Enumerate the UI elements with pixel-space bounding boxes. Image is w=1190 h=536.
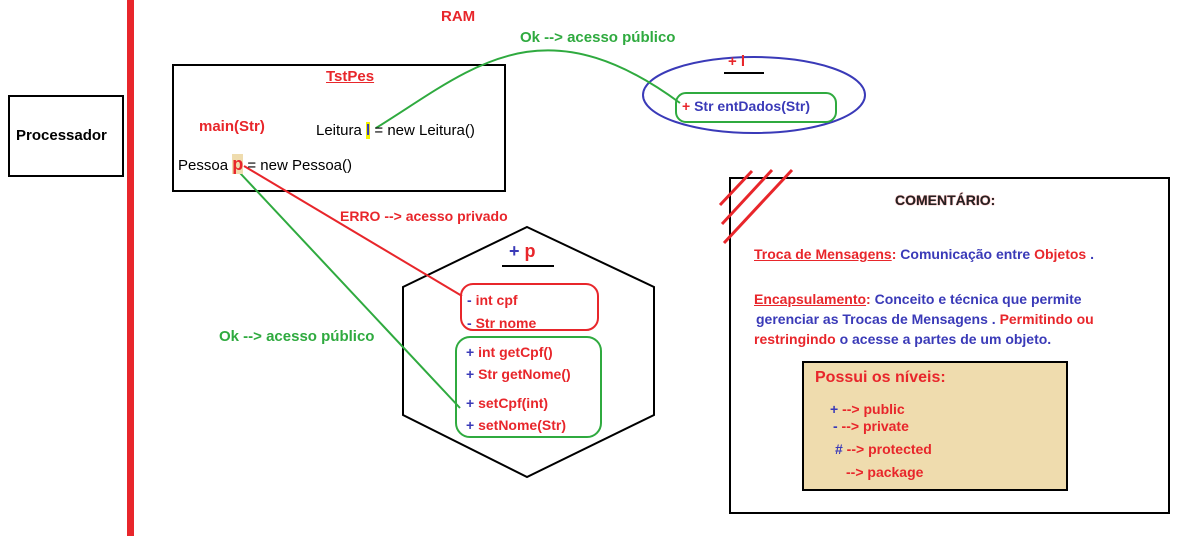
public-access-connector-left	[239, 172, 461, 409]
level-item: - --> private	[833, 416, 932, 437]
leitura-declaration: Leitura l = new Leitura()	[316, 122, 475, 139]
leitura-variable: l	[366, 122, 371, 139]
troca-end: .	[1090, 246, 1094, 262]
public-members-list: + int getCpf() + Str getNome() + setCpf(…	[466, 341, 571, 436]
encap-colon: :	[866, 291, 871, 307]
strike-mark	[722, 168, 794, 245]
private-access-connector	[243, 165, 463, 297]
strike-mark	[718, 169, 754, 207]
levels-list: + --> public - --> private # --> protect…	[830, 399, 932, 483]
leitura-method-text: Str entDados(Str)	[694, 98, 810, 114]
encap-line-3: restringindo o acesse a partes de um obj…	[754, 329, 1094, 349]
private-members-list: - int cpf - Str nome	[467, 289, 536, 335]
level-sign: -	[833, 418, 838, 434]
processor-ram-divider	[127, 0, 134, 536]
private-member: - Str nome	[467, 312, 536, 335]
public-member: + int getCpf()	[466, 341, 571, 363]
encap-term: Encapsulamento	[754, 291, 867, 307]
level-sign: #	[835, 441, 843, 457]
public-members-box	[455, 336, 602, 438]
troca-text: Comunicação entre	[896, 246, 1035, 262]
pessoa-title-var: p	[524, 241, 536, 261]
levels-title: Possui os níveis:	[815, 369, 946, 386]
level-text: --> protected	[842, 441, 932, 457]
pessoa-variable: p	[232, 154, 244, 174]
public-member: + Str getNome()	[466, 363, 571, 385]
member-sign: +	[466, 395, 475, 411]
ram-label: RAM	[441, 8, 476, 25]
public-access-note-left: Ok --> acesso público	[219, 328, 375, 345]
level-item: --> package	[846, 462, 932, 483]
pessoa-type: Pessoa	[178, 157, 233, 174]
private-members-box	[460, 283, 599, 331]
leitura-method: + Str entDados(Str)	[682, 98, 810, 114]
leitura-object-title: + l	[728, 53, 746, 70]
level-text: --> package	[846, 464, 924, 480]
troca-colon: :	[891, 246, 897, 262]
public-access-note-top: Ok --> acesso público	[520, 29, 676, 46]
leitura-type: Leitura	[316, 122, 367, 139]
member-text: Str getNome()	[478, 366, 571, 382]
member-sign: +	[466, 366, 475, 382]
leitura-method-sign: +	[682, 98, 691, 114]
pessoa-init: = new Pessoa()	[243, 157, 353, 174]
leitura-object-ellipse	[642, 56, 866, 134]
troca-term: Troca de Mensagens	[754, 246, 892, 262]
public-member: + setNome(Str)	[466, 414, 571, 436]
levels-box	[802, 361, 1068, 491]
private-member: - int cpf	[467, 289, 536, 312]
private-access-error-note: ERRO --> acesso privado	[340, 208, 508, 224]
member-sign: -	[467, 315, 472, 331]
encap-line-2: gerenciar as Trocas de Mensagens . Permi…	[756, 309, 1094, 329]
member-text: int cpf	[475, 292, 518, 308]
level-text: --> public	[838, 401, 905, 417]
encap-text-3-red: restringindo	[754, 331, 840, 347]
processor-label: Processador	[16, 127, 107, 144]
pessoa-object-hexagon	[402, 225, 655, 479]
encap-text-3: o acesse a partes de um objeto.	[839, 331, 1052, 347]
member-sign: +	[466, 417, 475, 433]
leitura-method-box	[675, 92, 837, 123]
level-text: --> private	[837, 418, 909, 434]
member-text: Str nome	[475, 315, 537, 331]
public-access-connector-top	[375, 49, 681, 129]
member-text: setCpf(int)	[478, 395, 549, 411]
encap-text-2: gerenciar as Trocas de Mensagens .	[756, 311, 1000, 327]
member-text: int getCpf()	[478, 344, 553, 360]
comment-box	[729, 177, 1170, 514]
strike-mark	[720, 168, 774, 226]
member-text: setNome(Str)	[478, 417, 566, 433]
encapsulamento-definition: Encapsulamento: Conceito e técnica que p…	[754, 289, 1094, 349]
troca-objects: Objetos	[1034, 246, 1087, 262]
tstpes-title: TstPes	[326, 68, 375, 85]
comment-title: COMENTÁRIO:	[895, 192, 996, 208]
pessoa-declaration: Pessoa p = new Pessoa()	[178, 154, 352, 175]
pessoa-object-title: + p	[509, 241, 536, 262]
level-item: + --> public	[830, 399, 932, 420]
encap-text-1: Conceito e técnica que permite	[870, 291, 1082, 307]
leitura-init: = new Leitura()	[370, 122, 475, 139]
level-sign: +	[830, 401, 839, 417]
tstpes-box	[172, 64, 506, 192]
encap-text-2-red: Permitindo ou	[999, 311, 1094, 327]
public-member: + setCpf(int)	[466, 392, 571, 414]
member-sign: +	[466, 344, 475, 360]
pessoa-title-sign: +	[509, 241, 520, 261]
troca-definition: Troca de Mensagens: Comunicação entre Ob…	[754, 246, 1094, 262]
encap-line-1: Encapsulamento: Conceito e técnica que p…	[754, 289, 1094, 309]
processor-box	[8, 95, 124, 177]
main-method-label: main(Str)	[199, 118, 265, 135]
level-item: # --> protected	[835, 439, 932, 460]
member-sign: -	[467, 292, 472, 308]
